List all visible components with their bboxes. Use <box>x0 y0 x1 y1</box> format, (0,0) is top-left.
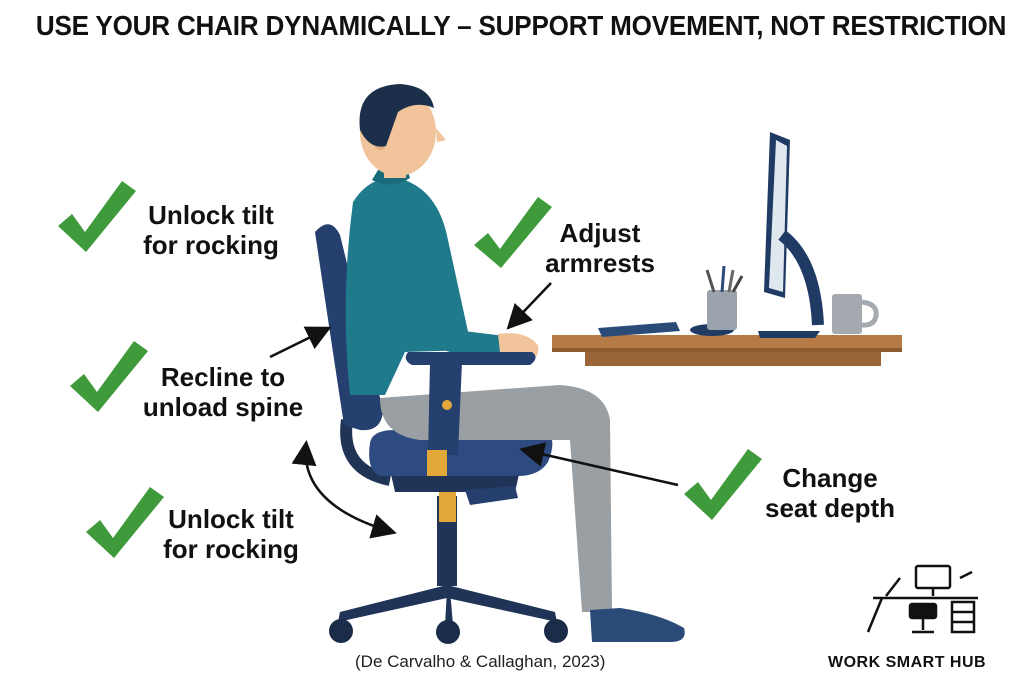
tip-line: Unlock tilt <box>168 504 294 534</box>
tip-line: armrests <box>545 248 655 278</box>
tip-line: Unlock tilt <box>148 200 274 230</box>
check-icon <box>684 449 762 520</box>
tip-unlock-tilt-top: Unlock tilt for rocking <box>126 200 296 260</box>
tip-line: Recline to <box>160 362 286 392</box>
tip-line: unload spine <box>142 392 304 422</box>
page-title: USE YOUR CHAIR DYNAMICALLY – SUPPORT MOV… <box>35 10 1007 41</box>
pen-holder <box>705 265 744 330</box>
seated-person <box>345 84 685 642</box>
tip-line: Change <box>782 463 878 493</box>
check-icon <box>86 487 164 558</box>
tip-recline-spine: Recline to unload spine <box>128 362 318 422</box>
tip-line: for rocking <box>163 534 299 564</box>
mug <box>832 294 879 334</box>
citation: (De Carvalho & Callaghan, 2023) <box>355 652 606 671</box>
pointer-arrow-icon <box>519 442 679 487</box>
tip-adjust-armrests: Adjust armrests <box>530 218 670 278</box>
pointer-arrow-icon <box>269 326 332 359</box>
tip-seat-depth: Change seat depth <box>745 463 915 523</box>
curved-arrow-icon <box>291 440 397 539</box>
armrest <box>405 352 536 476</box>
tip-line: seat depth <box>764 493 896 523</box>
monitor <box>758 132 824 338</box>
brand-name: WORK SMART HUB <box>828 654 987 671</box>
pointer-arrow-icon <box>506 282 552 330</box>
check-icon <box>474 197 552 268</box>
work-smart-hub-logo-icon <box>866 564 978 634</box>
tip-line: Adjust <box>559 218 641 248</box>
check-icon <box>70 341 148 412</box>
tip-line: for rocking <box>143 230 279 260</box>
tip-unlock-tilt-bottom: Unlock tilt for rocking <box>146 504 316 564</box>
desk <box>552 335 902 366</box>
check-icon <box>58 181 136 252</box>
